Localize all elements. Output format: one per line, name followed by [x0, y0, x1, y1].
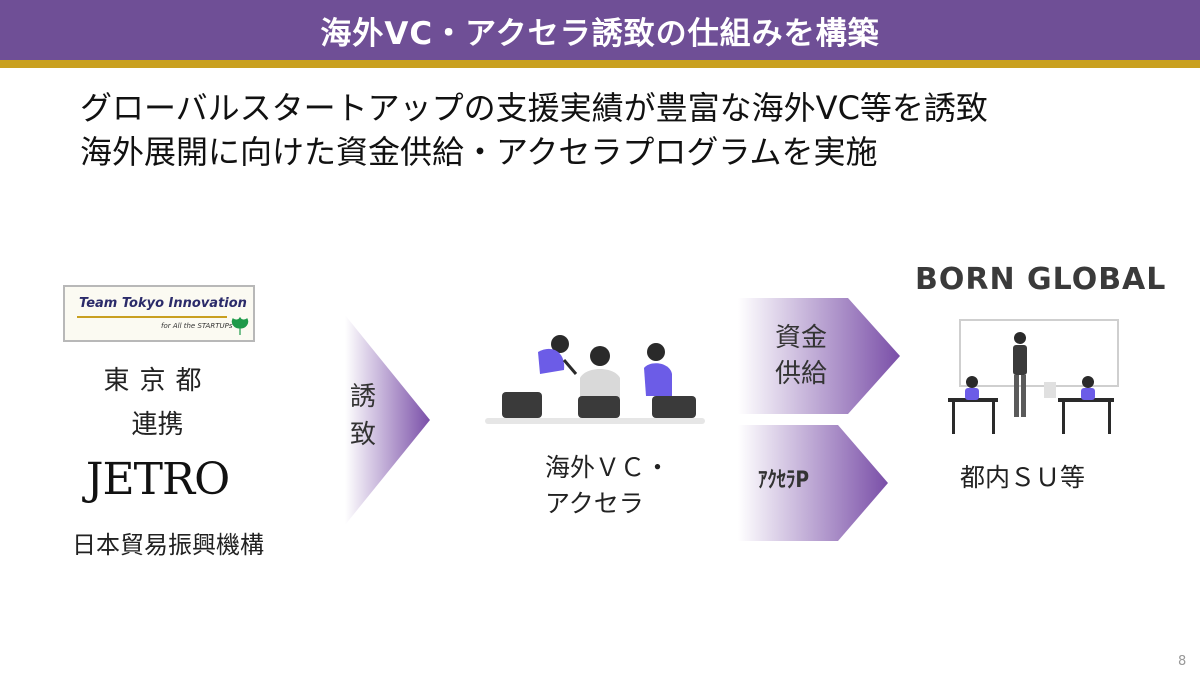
accelerator-arrow-text: ｱｸｾﾗP — [758, 468, 810, 493]
title-bar: 海外VC・アクセラ誘致の仕組みを構築 — [0, 0, 1200, 60]
logo-title: Team Tokyo Innovation — [79, 296, 247, 311]
funding-line-1: 資金 — [775, 323, 828, 353]
ginkgo-leaf-icon — [231, 317, 249, 335]
funding-arrow — [738, 298, 900, 414]
invite-arrow — [345, 315, 430, 525]
invite-arrow-text: 誘 致 — [350, 378, 380, 454]
jetro-name: 日本貿易振興機構 — [72, 531, 264, 559]
page-number: 8 — [1178, 654, 1187, 669]
startup-office-illustration — [948, 319, 1119, 434]
subtitle-line-1: グローバルスタートアップの支援実績が豊富な海外VC等を誘致 — [80, 89, 988, 127]
logo-underline — [77, 316, 227, 318]
title-underline — [0, 60, 1200, 68]
tokyo-startups-label: 都内ＳＵ等 — [960, 463, 1086, 492]
vc-label-line-2: アクセラ — [545, 489, 644, 518]
subtitle: グローバルスタートアップの支援実績が豊富な海外VC等を誘致 海外展開に向けた資金… — [80, 86, 988, 174]
slide-title: 海外VC・アクセラ誘致の仕組みを構築 — [320, 15, 880, 52]
accelerator-arrow-shape — [738, 425, 888, 541]
subtitle-line-2: 海外展開に向けた資金供給・アクセラプログラムを実施 — [80, 133, 878, 171]
team-tokyo-innovation-logo: Team Tokyo Innovation for All the STARTU… — [63, 285, 255, 342]
vc-team-illustration — [485, 335, 705, 424]
logo-subtitle: for All the STARTUPs — [161, 322, 233, 330]
invite-char-2: 致 — [350, 420, 377, 450]
invite-char-1: 誘 — [350, 382, 377, 412]
accelerator-arrow — [738, 425, 888, 541]
invite-arrow-shape — [345, 315, 430, 525]
tokyo-metropolitan-label: 東京都 — [103, 366, 212, 396]
funding-arrow-text: 資金 供給 — [775, 320, 827, 392]
born-global-label: BORN GLOBAL — [915, 262, 1167, 297]
overseas-vc-label: 海外ＶＣ・ アクセラ — [545, 450, 670, 522]
partnership-label: 連携 — [131, 410, 184, 440]
funding-arrow-shape — [738, 298, 900, 414]
vc-label-line-1: 海外ＶＣ・ — [545, 453, 671, 482]
jetro-logo: JETRO — [85, 454, 230, 505]
funding-line-2: 供給 — [775, 359, 828, 389]
